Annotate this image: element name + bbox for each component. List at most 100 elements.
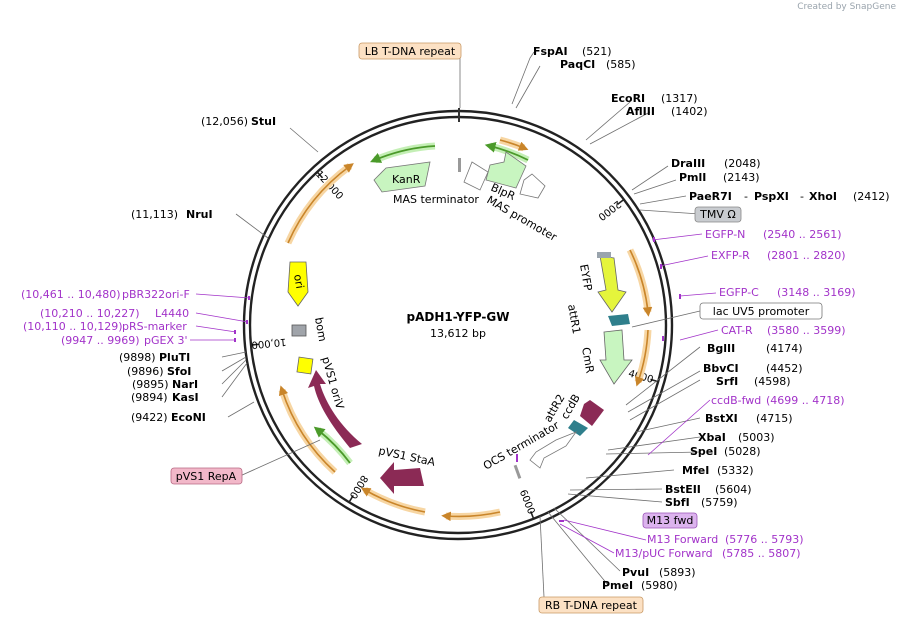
oriv-feature: pVS1 oriV xyxy=(308,355,362,448)
primer-m13-forward-name: M13 Forward xyxy=(647,533,718,546)
primer-egfp-c[interactable]: EGFP-C (3148 .. 3169) xyxy=(719,286,856,299)
tick-label: 10,000 xyxy=(251,336,287,350)
site-stui[interactable]: (12,056) StuI xyxy=(201,115,276,128)
site-kasi[interactable]: (9894) KasI xyxy=(131,391,199,404)
cmr-feature: CmR xyxy=(579,329,633,385)
mas-terminator-label: MAS terminator xyxy=(393,193,479,206)
site-stui-name: StuI xyxy=(251,115,276,128)
tick-label: 2000 xyxy=(596,198,623,222)
ori-label: ori xyxy=(291,273,306,289)
site-bsteii[interactable]: BstEII (5604) xyxy=(665,483,752,496)
site-econi-pos: (9422) xyxy=(131,411,168,424)
primer-pbr322ori-f-name: pBR322ori-F xyxy=(122,288,190,301)
site-sbfi[interactable]: SbfI (5759) xyxy=(665,496,738,509)
site-aflii[interactable]: AflIII (1402) xyxy=(626,105,708,118)
site-bbvci-pos: (4452) xyxy=(766,362,803,375)
site-sbfi-pos: (5759) xyxy=(701,496,738,509)
leader-lines xyxy=(221,51,701,598)
site-pmei-name: PmeI xyxy=(602,579,633,592)
site-srfi[interactable]: SrfI (4598) xyxy=(716,375,791,388)
staa-label: pVS1 StaA xyxy=(377,444,436,469)
primer-m13-puc-pos: (5785 .. 5807) xyxy=(722,547,801,560)
ccdb-feature: ccdB xyxy=(558,392,604,426)
site-econi[interactable]: (9422) EcoNI xyxy=(131,411,206,424)
site-pvui[interactable]: PvuI (5893) xyxy=(622,566,696,579)
restriction-sites-right: FspAI (521) PaqCI (585) EcoRI (1317) Afl… xyxy=(533,45,890,592)
backbone-inner-ring xyxy=(248,115,668,535)
site-mfei-pos: (5332) xyxy=(717,464,754,477)
orf-arcs xyxy=(278,136,653,522)
site-draiii[interactable]: DraIII (2048) xyxy=(671,157,761,170)
lb-tdna-box[interactable]: LB T-DNA repeat xyxy=(358,42,462,60)
m13-fwd-box[interactable]: M13 fwd xyxy=(642,512,698,529)
primer-cat-r-name: CAT-R xyxy=(721,324,753,337)
primer-leader-lines xyxy=(190,233,719,554)
site-spei[interactable]: SpeI (5028) xyxy=(690,445,761,458)
site-pmei[interactable]: PmeI (5980) xyxy=(602,579,678,592)
site-pmli[interactable]: PmlI (2143) xyxy=(679,171,760,184)
primer-l4440[interactable]: (10,210 .. 10,227) L4440 xyxy=(40,307,189,320)
site-bglii[interactable]: BglII (4174) xyxy=(707,342,803,355)
tick-mark xyxy=(529,511,535,520)
site-paer7i-pspxi-xhoi[interactable]: PaeR7I - PspXI - XhoI (2412) xyxy=(689,190,890,203)
site-ecori-name: EcoRI xyxy=(611,92,645,105)
mas-terminator-marks xyxy=(458,108,461,172)
site-bstxi[interactable]: BstXI (4715) xyxy=(705,412,793,425)
site-pluti-pos: (9898) xyxy=(119,351,156,364)
site-xbai[interactable]: XbaI (5003) xyxy=(698,431,775,444)
eyfp-feature: EYFP xyxy=(577,252,627,313)
primer-m13-forward[interactable]: M13 Forward (5776 .. 5793) xyxy=(647,533,804,546)
primer-prs-marker[interactable]: (10,110 .. 10,129) pRS-marker xyxy=(23,320,187,333)
primer-m13-puc-forward[interactable]: M13/pUC Forward (5785 .. 5807) xyxy=(615,547,801,560)
kanr-feature: KanR xyxy=(373,161,431,193)
primers-right: EGFP-N (2540 .. 2561) EXFP-R (2801 .. 28… xyxy=(615,228,856,560)
primer-m13-puc-name: M13/pUC Forward xyxy=(615,547,713,560)
site-nari[interactable]: (9895) NarI xyxy=(132,378,198,391)
pvs1-repa-label: pVS1 RepA xyxy=(176,470,237,483)
site-spei-pos: (5028) xyxy=(724,445,761,458)
primer-prs-marker-pos: (10,110 .. 10,129) xyxy=(23,320,123,333)
site-paer7i-name: PaeR7I xyxy=(689,190,732,203)
pvs1-repa-box[interactable]: pVS1 RepA xyxy=(170,467,243,485)
primer-l4440-name: L4440 xyxy=(155,307,189,320)
lac-uv5-label: lac UV5 promoter xyxy=(713,305,810,318)
primer-ticks xyxy=(234,237,681,522)
primer-pbr322ori-f[interactable]: (10,461 .. 10,480) pBR322ori-F xyxy=(21,288,190,301)
site-bbvci[interactable]: BbvCI (4452) xyxy=(703,362,803,375)
site-pvui-pos: (5893) xyxy=(659,566,696,579)
site-kasi-pos: (9894) xyxy=(131,391,168,404)
site-srfi-pos: (4598) xyxy=(754,375,791,388)
site-mfei[interactable]: MfeI (5332) xyxy=(682,464,754,477)
site-fspai-pos: (521) xyxy=(582,45,612,58)
primer-exfp-r-name: EXFP-R xyxy=(711,249,750,262)
primers-left: (10,461 .. 10,480) pBR322ori-F (10,210 .… xyxy=(21,288,190,347)
lac-uv5-box[interactable]: lac UV5 promoter xyxy=(699,302,823,320)
rb-tdna-box[interactable]: RB T-DNA repeat xyxy=(538,596,644,614)
site-pluti[interactable]: (9898) PluTI xyxy=(119,351,190,364)
primer-egfp-c-pos: (3148 .. 3169) xyxy=(777,286,856,299)
primer-egfp-n[interactable]: EGFP-N (2540 .. 2561) xyxy=(705,228,842,241)
site-xbai-pos: (5003) xyxy=(738,431,775,444)
site-srfi-name: SrfI xyxy=(716,375,738,388)
site-nrui[interactable]: (11,113) NruI xyxy=(131,208,213,221)
primer-pbr322ori-f-pos: (10,461 .. 10,480) xyxy=(21,288,121,301)
ocs-terminator-feature: OCS terminator xyxy=(481,418,578,473)
tmv-box[interactable]: TMV Ω xyxy=(694,206,742,223)
primer-exfp-r-pos: (2801 .. 2820) xyxy=(767,249,846,262)
site-sfoi[interactable]: (9896) SfoI xyxy=(127,365,191,378)
site-pspxi-name: PspXI xyxy=(754,190,789,203)
primer-exfp-r[interactable]: EXFP-R (2801 .. 2820) xyxy=(711,249,846,262)
site-stui-pos: (12,056) xyxy=(201,115,248,128)
site-fspai-name: FspAI xyxy=(533,45,568,58)
site-bglii-pos: (4174) xyxy=(766,342,803,355)
mas-promoter-label: MAS promoter xyxy=(485,193,560,244)
site-ecori[interactable]: EcoRI (1317) xyxy=(611,92,698,105)
site-paqci[interactable]: PaqCI (585) xyxy=(560,58,636,71)
site-nrui-name: NruI xyxy=(186,208,213,221)
primer-cat-r[interactable]: CAT-R (3580 .. 3599) xyxy=(721,324,846,337)
site-fspai[interactable]: FspAI (521) xyxy=(533,45,612,58)
primer-ccdb-fwd[interactable]: ccdB-fwd (4699 .. 4718) xyxy=(711,394,845,407)
primer-pgex3[interactable]: (9947 .. 9969) pGEX 3' xyxy=(61,334,188,347)
primer-egfp-n-pos: (2540 .. 2561) xyxy=(763,228,842,241)
bom-label: bom xyxy=(312,316,329,342)
